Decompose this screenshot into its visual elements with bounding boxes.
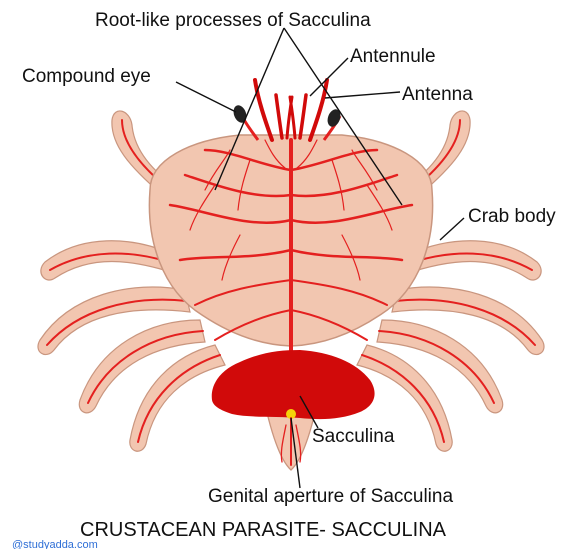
diagram-title: CRUSTACEAN PARASITE- SACCULINA bbox=[80, 519, 447, 541]
right-antennule bbox=[300, 95, 306, 138]
label-compound-eye: Compound eye bbox=[22, 66, 151, 87]
left-leg-4 bbox=[130, 345, 225, 451]
sacculina-sac bbox=[212, 350, 375, 419]
head-appendages bbox=[231, 80, 342, 140]
label-root-processes: Root-like processes of Sacculina bbox=[95, 10, 371, 31]
label-antenna: Antenna bbox=[402, 84, 473, 105]
label-genital-aperture: Genital aperture of Sacculina bbox=[208, 486, 453, 507]
label-antennule: Antennule bbox=[350, 46, 436, 67]
left-antennule bbox=[276, 95, 282, 138]
label-sacculina: Sacculina bbox=[312, 426, 395, 447]
right-compound-eye-icon bbox=[325, 107, 342, 128]
watermark-text: @studyadda.com bbox=[12, 539, 98, 549]
label-crab-body: Crab body bbox=[468, 206, 556, 227]
